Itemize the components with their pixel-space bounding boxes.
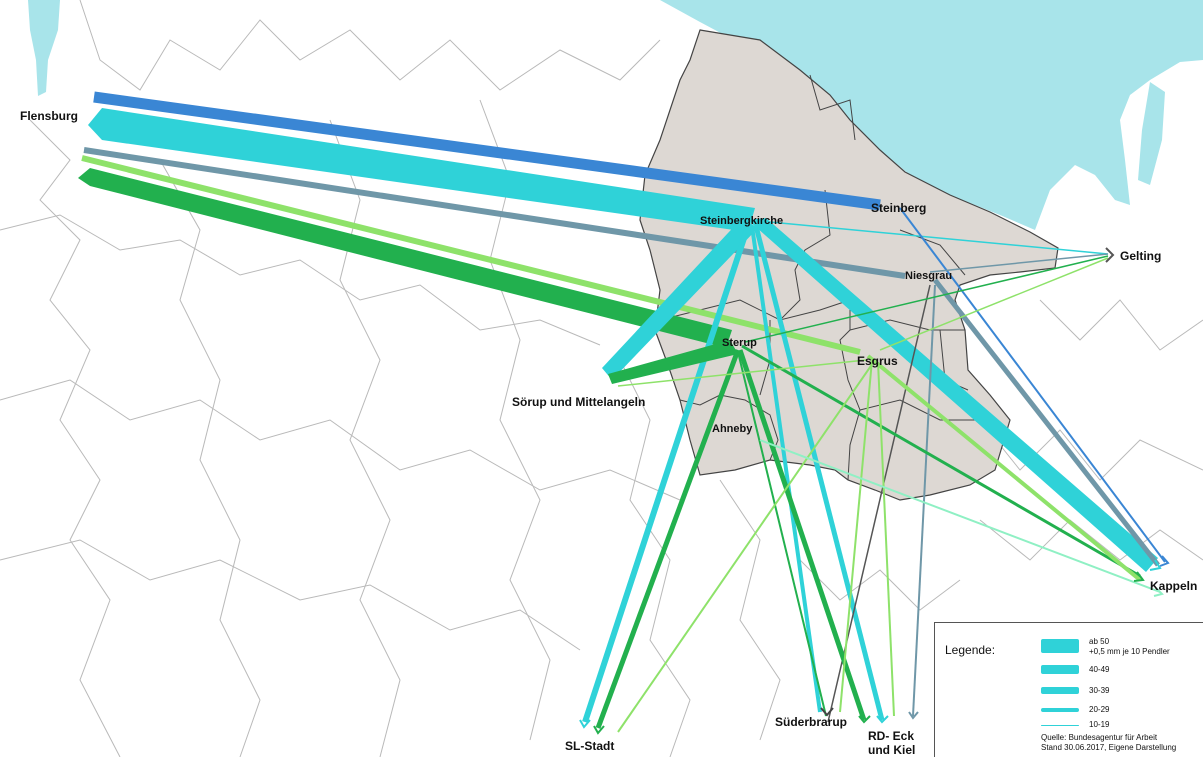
- legend-swatch-30-39: [1041, 687, 1079, 694]
- flow-sterup-gelting: [744, 255, 1109, 343]
- arrow-gelting: [1105, 247, 1115, 263]
- legend-box: Legende: ab 50 +0,5 mm je 10 Pendler 40-…: [934, 622, 1203, 757]
- legend-title: Legende:: [945, 643, 996, 657]
- flow-steinbergkirche-gelting: [769, 221, 1109, 255]
- legend-label-10-19: 10-19: [1089, 720, 1110, 729]
- legend-label-ab50-line2: +0,5 mm je 10 Pendler: [1089, 646, 1170, 656]
- legend-label-ab50: ab 50 +0,5 mm je 10 Pendler: [1089, 637, 1170, 656]
- label-steinberg: Steinberg: [871, 201, 927, 215]
- legend-label-30-39: 30-39: [1089, 686, 1110, 695]
- legend-label-ab50-line1: ab 50: [1089, 637, 1110, 646]
- label-soerup: Sörup und Mittelangeln: [512, 395, 646, 409]
- flow-sterup-sl: [595, 349, 741, 729]
- arrow-rd-1: [858, 715, 871, 724]
- legend-source-line2: Stand 30.06.2017, Eigene Darstellung: [1041, 743, 1177, 753]
- flow-flensburg-esgrus: [81, 155, 861, 355]
- flow-flensburg-steinbergkirche: [88, 108, 755, 232]
- flow-sterup-sueder: [737, 351, 827, 717]
- legend-source: Quelle: Bundesagentur für Arbeit Stand 3…: [1041, 733, 1176, 754]
- flow-esgrus-kappeln: [866, 354, 1142, 582]
- flow-esgrus-rd: [877, 361, 895, 717]
- label-suederbrarup: Süderbrarup: [775, 715, 848, 729]
- flow-sterup-rd: [737, 349, 867, 721]
- flow-lines: [78, 91, 1166, 733]
- label-ahneby: Ahneby: [712, 423, 753, 435]
- flow-niesgrau-rd: [912, 284, 936, 717]
- flow-steinbergkirche-sueder: [750, 225, 822, 713]
- label-kappeln: Kappeln: [1150, 579, 1198, 593]
- flow-esgrus-sl: [617, 359, 876, 733]
- arrow-sl-1: [579, 719, 591, 729]
- flow-sterup-soerup: [608, 340, 738, 384]
- legend-swatch-40-49: [1041, 665, 1079, 674]
- flow-esgrus-gelting: [879, 257, 1109, 351]
- arrow-kappeln-4: [1153, 587, 1164, 597]
- flow-flensburg-steinberg: [93, 91, 881, 211]
- flow-esgrus-soerup: [617, 359, 867, 387]
- label-gelting: Gelting: [1120, 249, 1162, 263]
- arrow-heads: [579, 247, 1170, 735]
- flow-steinbergkirche-soerup: [602, 218, 758, 380]
- flow-flensburg-sterup: [78, 168, 732, 348]
- legend-swatch-ab50: [1041, 639, 1079, 653]
- inlet-east: [1138, 82, 1165, 185]
- arrow-sueder: [820, 707, 834, 717]
- label-niesgrau: Niesgrau: [905, 270, 953, 282]
- arrow-kappeln-1: [1149, 559, 1162, 571]
- flow-flensburg-niesgrau: [83, 147, 906, 279]
- legend-label-40-49: 40-49: [1089, 665, 1110, 674]
- flow-esgrus-sueder: [839, 359, 873, 713]
- baltic-sea: [660, 0, 1203, 230]
- label-rd-eck: RD- Eck und Kiel: [868, 729, 916, 757]
- flow-steinbergkirche-sl: [582, 225, 751, 723]
- flow-steinberg-kappeln: [899, 207, 1166, 563]
- arrow-sl-2: [593, 725, 605, 735]
- legend-label-20-29: 20-29: [1089, 705, 1110, 714]
- label-steinbergkirche: Steinbergkirche: [700, 215, 784, 227]
- label-sl-stadt: SL-Stadt: [565, 739, 615, 753]
- label-flensburg: Flensburg: [20, 109, 79, 123]
- arrow-kappeln-3: [1133, 571, 1145, 582]
- fjord-west: [28, 0, 60, 96]
- arrow-rd-2: [876, 715, 889, 724]
- label-sterup: Sterup: [722, 337, 757, 349]
- flow-niesgrau-kappeln: [933, 278, 1160, 567]
- flow-steinbergkirche-rd: [753, 225, 885, 721]
- flow-ahneby-kappeln: [759, 439, 1161, 593]
- legend-swatch-20-29: [1041, 708, 1079, 712]
- legend-swatch-10-19: [1041, 725, 1079, 726]
- flow-sterup-kappeln: [741, 344, 1141, 578]
- label-esgrus: Esgrus: [857, 354, 898, 368]
- arrow-rd-3: [908, 711, 919, 720]
- flow-steinbergkirche-kappeln: [748, 218, 1158, 572]
- legend-source-line1: Quelle: Bundesagentur für Arbeit: [1041, 733, 1158, 742]
- arrow-kappeln-2: [1159, 555, 1170, 567]
- flow-niesgrau-gelting: [929, 253, 1109, 273]
